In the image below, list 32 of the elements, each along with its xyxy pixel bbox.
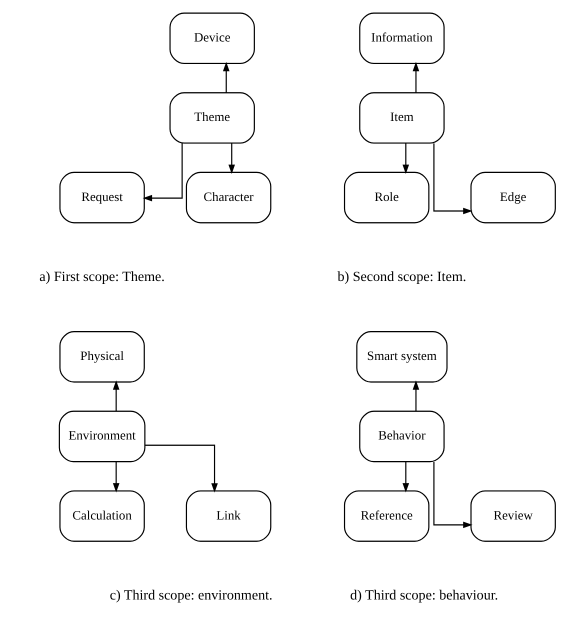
arrow [112, 380, 120, 412]
arrow [402, 143, 410, 174]
label: a) First scope: Theme. [39, 268, 165, 285]
node-box: Information [359, 12, 445, 64]
arrow [142, 143, 183, 202]
node-box: Device [169, 12, 255, 64]
node-box: Character [186, 172, 272, 224]
arrow [412, 380, 420, 412]
node-box: Request [59, 172, 145, 224]
arrow [112, 462, 120, 493]
node-box: Reference [344, 490, 430, 542]
node-box: Smart system [356, 331, 448, 383]
arrow [222, 62, 230, 93]
arrow [433, 143, 473, 214]
arrow [402, 462, 410, 493]
node-box: Edge [470, 172, 556, 224]
node-box: Role [344, 172, 430, 224]
node-box: Theme [169, 92, 255, 144]
node-box: Environment [58, 410, 146, 462]
arrow [228, 143, 235, 174]
arrow [412, 62, 420, 93]
node-box: Link [186, 490, 272, 542]
label: b) Second scope: Item. [338, 268, 466, 285]
node-box: Physical [59, 331, 145, 383]
label: d) Third scope: behaviour. [350, 587, 498, 604]
node-box: Item [359, 92, 445, 144]
arrow [433, 462, 473, 528]
node-box: Review [470, 490, 556, 542]
label: c) Third scope: environment. [110, 587, 273, 604]
node-box: Calculation [59, 490, 145, 542]
node-box: Behavior [359, 410, 445, 462]
arrow [144, 444, 218, 493]
